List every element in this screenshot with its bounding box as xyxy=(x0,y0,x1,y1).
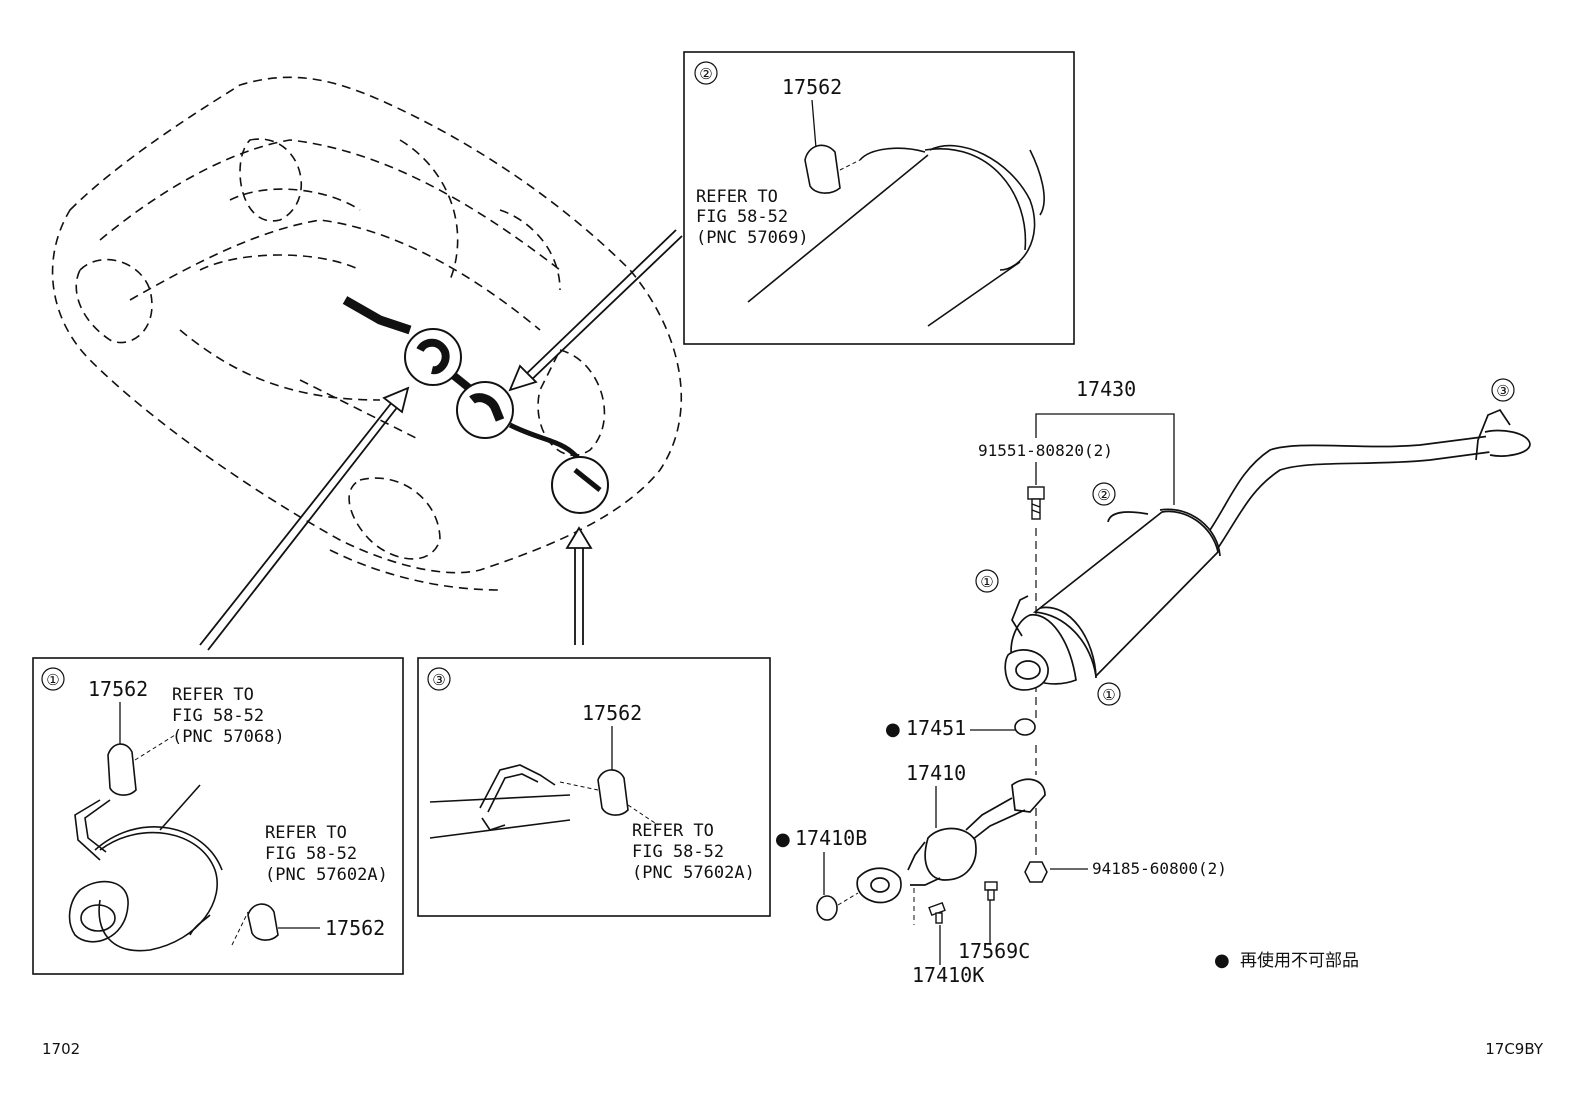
inset-1-part-top: 17562 xyxy=(88,677,148,701)
inset-1-refer-bottom-line1: REFER TO xyxy=(265,823,347,843)
inset-1-part-bottom: 17562 xyxy=(325,916,385,940)
legend: ● 再使用不可部品 xyxy=(1214,950,1359,971)
bolt-icon xyxy=(1027,486,1045,520)
highlight-circle-3 xyxy=(551,456,609,514)
callout-1b: ① xyxy=(1102,686,1115,704)
legend-text: 再使用不可部品 xyxy=(1240,950,1359,971)
inset-2-refer-line2: FIG 58-52 xyxy=(696,207,788,227)
catalytic-converter xyxy=(856,778,1046,904)
muffler xyxy=(1004,408,1531,691)
inset-3-box: ③ 17562 REFER TO FIG 58-52 (PNC 57602A) xyxy=(417,657,771,917)
stud-part-label: 17569C xyxy=(958,939,1030,963)
inset-2-box: ② 17562 REFER TO FIG 58-52 (PNC 57069) xyxy=(683,51,1075,345)
inset-3-refer-line1: REFER TO xyxy=(632,821,714,841)
stud-icon xyxy=(984,881,998,901)
inset-3-part: 17562 xyxy=(582,701,642,725)
figure-code: 1702 xyxy=(42,1040,80,1058)
gasket-front-ring xyxy=(816,895,838,921)
inset-1-refer-bottom-line3: (PNC 57602A) xyxy=(265,865,388,885)
inset-2-part-label: 17562 xyxy=(782,75,842,99)
highlight-circle-2 xyxy=(456,381,514,439)
inset-3-number: ③ xyxy=(432,671,445,689)
gasket-nonreusable-marker: ● xyxy=(885,719,901,740)
vehicle-underbody-outline xyxy=(51,76,683,591)
bolt-k-part-label: 17410K xyxy=(912,963,984,987)
nut-icon xyxy=(1024,861,1048,883)
bolt-part-label: 91551-80820(2) xyxy=(978,441,1113,460)
inset-2-number: ② xyxy=(699,65,712,83)
inset-1-refer-top-line1: REFER TO xyxy=(172,685,254,705)
gasket-front-nonreusable-marker: ● xyxy=(775,829,791,850)
muffler-part-label: 17430 xyxy=(1076,377,1136,401)
pointer-arrows xyxy=(199,229,683,651)
callout-2: ② xyxy=(1097,486,1110,504)
gasket-ring xyxy=(1014,718,1036,736)
inset-1-box: ① 17562 REFER TO FIG 58-52 (PNC 57068) R… xyxy=(32,657,404,975)
converter-part-label: 17410 xyxy=(906,761,966,785)
gasket-part-label: 17451 xyxy=(906,716,966,740)
nut-part-label: 94185-60800(2) xyxy=(1092,859,1227,878)
inset-2-refer-line3: (PNC 57069) xyxy=(696,228,809,248)
gasket-front-part-label: 17410B xyxy=(795,826,867,850)
legend-marker: ● xyxy=(1214,950,1230,971)
drawing-id: 17C9BY xyxy=(1485,1040,1544,1058)
inset-1-refer-top-line3: (PNC 57068) xyxy=(172,727,285,747)
inset-3-refer-line3: (PNC 57602A) xyxy=(632,863,755,883)
highlight-circle-1 xyxy=(404,328,462,386)
main-exhaust-assembly: 17430 91551-80820(2) xyxy=(775,377,1531,987)
bolt-k-icon xyxy=(928,901,946,924)
inset-1-number: ① xyxy=(46,671,59,689)
inset-2-refer-line1: REFER TO xyxy=(696,187,778,207)
callout-1a: ① xyxy=(980,573,993,591)
callout-3: ③ xyxy=(1496,382,1509,400)
inset-1-refer-bottom-line2: FIG 58-52 xyxy=(265,844,357,864)
inset-3-refer-line2: FIG 58-52 xyxy=(632,842,724,862)
inset-1-refer-top-line2: FIG 58-52 xyxy=(172,706,264,726)
